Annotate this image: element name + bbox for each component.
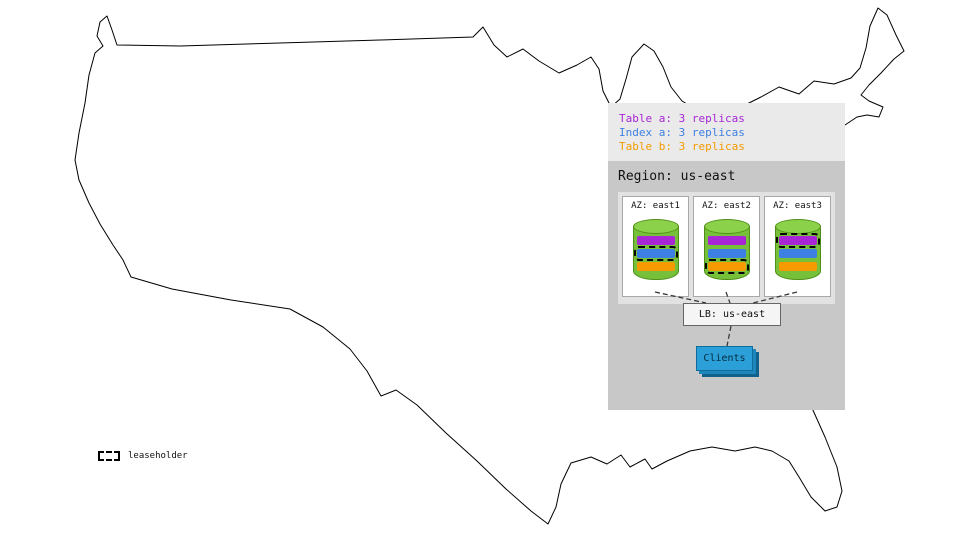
- replica-bars: [633, 236, 678, 275]
- replica-table-a: [775, 233, 820, 248]
- load-balancer-box: LB: us-east: [683, 303, 781, 326]
- database-cylinder-east2: [703, 219, 750, 281]
- az-box-east1: AZ: east1: [622, 196, 689, 297]
- cylinder-top: [703, 219, 750, 234]
- az-box-east3: AZ: east3: [764, 196, 831, 297]
- az-box-east2: AZ: east2: [693, 196, 760, 297]
- leaseholder-swatch: [98, 451, 120, 461]
- replica-bars: [704, 236, 749, 275]
- leaseholder-label: leaseholder: [128, 451, 188, 461]
- region-title: Region: us-east: [618, 169, 736, 184]
- az-area: AZ: east1 AZ: east2: [618, 192, 835, 304]
- replica-index-a: [633, 246, 678, 261]
- replica-index-a: [707, 249, 746, 258]
- database-cylinder-east1: [632, 219, 679, 281]
- az-label-east3: AZ: east3: [773, 201, 822, 211]
- cylinder-top: [774, 219, 821, 234]
- az-label-east1: AZ: east1: [631, 201, 680, 211]
- replica-table-b: [704, 259, 749, 274]
- replica-table-b: [778, 262, 817, 271]
- replica-table-b: [636, 262, 675, 271]
- clients-box: Clients: [696, 346, 753, 371]
- replica-legend-panel: Table a: 3 replicas Index a: 3 replicas …: [608, 103, 845, 161]
- legend-index-a: Index a: 3 replicas: [619, 126, 745, 139]
- database-cylinder-east3: [774, 219, 821, 281]
- az-label-east2: AZ: east2: [702, 201, 751, 211]
- replica-bars: [775, 233, 820, 275]
- legend-table-b: Table b: 3 replicas: [619, 140, 745, 153]
- legend-table-a: Table a: 3 replicas: [619, 112, 745, 125]
- replica-table-a: [707, 236, 746, 245]
- replica-table-a: [636, 236, 675, 245]
- cylinder-top: [632, 219, 679, 234]
- region-panel: Region: us-east AZ: east1 AZ: east2: [608, 161, 845, 410]
- replica-index-a: [778, 249, 817, 258]
